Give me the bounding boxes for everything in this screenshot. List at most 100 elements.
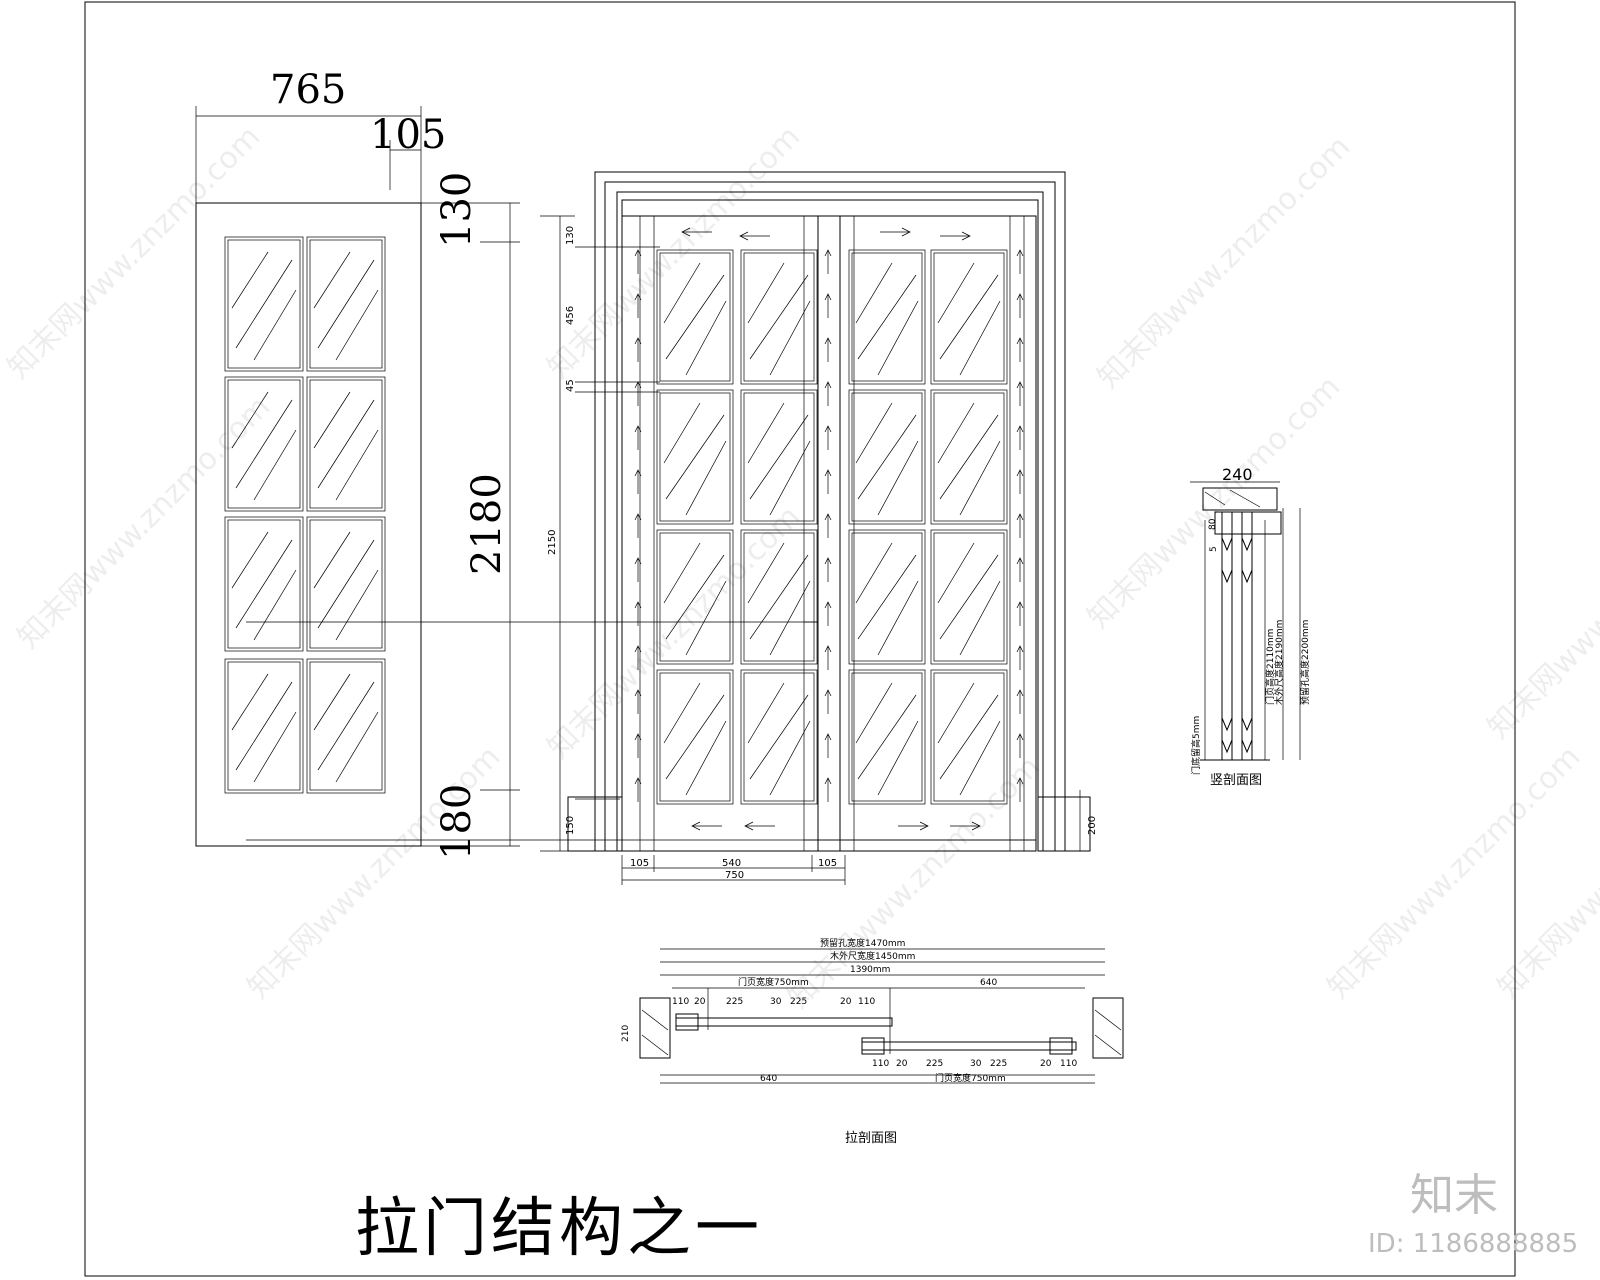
watermark-text: 知末网www.znzmo.com bbox=[11, 389, 277, 655]
side-section-caption: 竖剖面图 bbox=[1210, 773, 1262, 788]
pane-frame bbox=[740, 529, 818, 665]
pane-frame bbox=[224, 376, 304, 512]
pane-frame bbox=[930, 389, 1008, 525]
glass-pane bbox=[309, 519, 383, 649]
pane-frame bbox=[656, 389, 734, 525]
glass-pane bbox=[659, 532, 731, 662]
glass-pane bbox=[851, 672, 923, 802]
pane-frame bbox=[656, 249, 734, 385]
side-label-door-height: 门页高度2110mm bbox=[1264, 629, 1276, 705]
glass-pane bbox=[851, 252, 923, 382]
plan-seg-top: 225 bbox=[726, 997, 743, 1007]
elev-dim-456: 456 bbox=[565, 306, 576, 325]
elev-dim-45: 45 bbox=[565, 379, 576, 392]
dim-130: 130 bbox=[434, 172, 480, 248]
elev-dim-750: 750 bbox=[725, 870, 744, 881]
plan-seg-top: 110 bbox=[672, 997, 689, 1007]
glass-pane bbox=[933, 532, 1005, 662]
sheet-border bbox=[84, 1, 1516, 1277]
pane-frame bbox=[306, 658, 386, 794]
glass-pane bbox=[933, 392, 1005, 522]
watermark-text: 知末网www.znzmo.com bbox=[1081, 369, 1347, 635]
pane-frame bbox=[930, 249, 1008, 385]
pane-frame bbox=[848, 669, 926, 805]
glass-pane bbox=[743, 252, 815, 382]
image-id: ID: 1186888885 bbox=[1368, 1229, 1578, 1259]
pane-frame bbox=[656, 529, 734, 665]
glass-pane bbox=[309, 239, 383, 369]
plan-seg-top: 225 bbox=[790, 997, 807, 1007]
plan-seg-bottom: 110 bbox=[1060, 1059, 1077, 1069]
pane-frame bbox=[224, 658, 304, 794]
glass-pane bbox=[227, 239, 301, 369]
pane-frame bbox=[306, 236, 386, 372]
pane-frame bbox=[930, 669, 1008, 805]
elev-dim-200: 200 bbox=[1087, 816, 1098, 835]
watermark-text: 知末网www.znzmo.com bbox=[241, 739, 507, 1005]
plan-seg-top: 20 bbox=[840, 997, 852, 1007]
pane-frame bbox=[224, 236, 304, 372]
plan-width-reserved: 预留孔宽度1470mm bbox=[820, 937, 905, 949]
glass-pane bbox=[933, 672, 1005, 802]
watermark-text: 知末网www.znzmo.com bbox=[1091, 129, 1357, 395]
watermark-text: 知末网www.znzmo.com bbox=[1481, 479, 1600, 745]
plan-seg-bottom: 20 bbox=[1040, 1059, 1052, 1069]
pane-frame bbox=[848, 389, 926, 525]
plan-width-1390: 1390mm bbox=[850, 965, 890, 975]
dim-180: 180 bbox=[434, 784, 480, 860]
elev-dim-105-left: 105 bbox=[630, 858, 649, 869]
side-label-floor-gap: 门底留高5mm bbox=[1190, 716, 1202, 775]
plan-section: 预留孔宽度1470mm 木外尺宽度1450mm 1390mm 门页宽度750mm… bbox=[621, 937, 1124, 1146]
plan-seg-bottom: 225 bbox=[990, 1059, 1007, 1069]
side-dim-240: 240 bbox=[1222, 465, 1253, 484]
slide-arrows bbox=[634, 227, 1024, 831]
elevation-panes bbox=[246, 216, 1036, 851]
plan-dim-640-bottom: 640 bbox=[760, 1074, 777, 1084]
dim-2180: 2180 bbox=[464, 473, 510, 575]
glass-pane bbox=[309, 379, 383, 509]
pane-frame bbox=[930, 529, 1008, 665]
drawing-title: 拉门结构之一 bbox=[355, 1192, 763, 1266]
side-dim-5: 5 bbox=[1209, 546, 1219, 552]
elev-dim-540: 540 bbox=[722, 858, 741, 869]
front-panes bbox=[224, 236, 386, 794]
dim-765: 765 bbox=[270, 67, 346, 113]
side-label-opening-height: 预留孔高度2200mm bbox=[1299, 620, 1311, 705]
elev-dim-150: 150 bbox=[565, 816, 576, 835]
plan-seg-bottom: 225 bbox=[926, 1059, 943, 1069]
front-view: 765 105 130 2180 180 bbox=[195, 67, 520, 860]
glass-pane bbox=[659, 392, 731, 522]
plan-seg-bottom: 110 bbox=[872, 1059, 889, 1069]
glass-pane bbox=[227, 379, 301, 509]
pane-frame bbox=[740, 389, 818, 525]
plan-section-caption: 拉剖面图 bbox=[845, 1131, 897, 1146]
glass-pane bbox=[851, 532, 923, 662]
pane-frame bbox=[224, 516, 304, 652]
elev-dim-105-right: 105 bbox=[818, 858, 837, 869]
side-section: 240 80 5 门页高度2110mm 木外尺高度2190mm 预留孔高度220… bbox=[1190, 465, 1311, 788]
pane-frame bbox=[656, 669, 734, 805]
glass-pane bbox=[933, 252, 1005, 382]
glass-pane bbox=[743, 392, 815, 522]
pane-frame bbox=[848, 529, 926, 665]
plan-door-width-top: 门页宽度750mm bbox=[738, 976, 809, 988]
pane-frame bbox=[306, 516, 386, 652]
glass-pane bbox=[659, 252, 731, 382]
plan-dim-640-top: 640 bbox=[980, 978, 997, 988]
plan-door-width-bottom: 门页宽度750mm bbox=[935, 1072, 1006, 1084]
plan-seg-bottom: 30 bbox=[970, 1059, 982, 1069]
plan-dim-210: 210 bbox=[621, 1025, 631, 1042]
plan-width-frame: 木外尺宽度1450mm bbox=[830, 950, 915, 962]
watermark-text: 知末网www.znzmo.com bbox=[1, 119, 267, 385]
plan-seg-top: 110 bbox=[858, 997, 875, 1007]
pane-frame bbox=[740, 669, 818, 805]
elevation-view: 130 456 45 2150 150 200 105 540 105 750 bbox=[246, 171, 1098, 885]
elev-dim-130: 130 bbox=[565, 226, 576, 245]
glass-pane bbox=[309, 661, 383, 791]
plan-seg-top: 20 bbox=[694, 997, 706, 1007]
glass-pane bbox=[743, 672, 815, 802]
